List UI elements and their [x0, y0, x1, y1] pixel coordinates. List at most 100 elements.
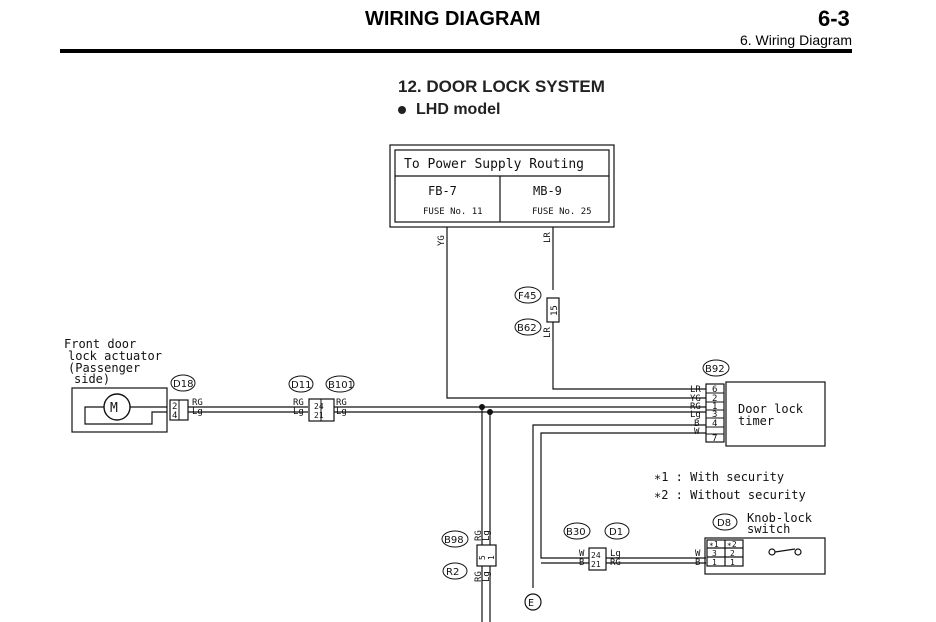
- d11-pin-label: RG: [293, 398, 304, 408]
- svg-text:D18: D18: [173, 379, 193, 390]
- fb7-label: FB-7: [428, 184, 457, 198]
- d8-pin-bot: 1: [730, 558, 735, 567]
- b101-pin-label: RG: [336, 398, 347, 408]
- wire-label-yg: YG: [437, 235, 447, 246]
- d18-pin-label: RG: [192, 398, 203, 408]
- connector-b101: B101: [325, 375, 355, 393]
- wire-b-ground: [532, 424, 706, 588]
- junction-dot: [479, 404, 485, 410]
- fuse-25-label: FUSE No. 25: [532, 207, 592, 217]
- connector-b98: B98: [441, 530, 469, 548]
- mb9-label: MB-9: [533, 184, 562, 198]
- page-header-title: WIRING DIAGRAM: [365, 8, 541, 30]
- r2-pin-label: RG: [474, 571, 484, 582]
- note-with-security: ∗1 : With security: [654, 470, 784, 484]
- svg-text:B101: B101: [328, 380, 354, 391]
- d8-pin-mid: 2: [730, 549, 735, 558]
- svg-text:M: M: [110, 401, 118, 416]
- power-supply-box-inner: [394, 149, 610, 223]
- d1-pin-label: Lg: [610, 549, 621, 559]
- connector-b92: B92: [702, 359, 730, 377]
- actuator-label-4: side): [74, 372, 110, 386]
- wire-w: [540, 432, 706, 559]
- b30-pin-label: W: [579, 549, 585, 559]
- d8-pin-mid: 3: [712, 549, 717, 558]
- timer-pin-number: 3: [712, 410, 717, 420]
- section-reference: 6. Wiring Diagram: [739, 32, 852, 48]
- d8-pin-top: ∗1: [709, 540, 719, 549]
- timer-pin-number: 1: [712, 402, 717, 412]
- connector-b62: B62: [514, 318, 542, 336]
- svg-text:F45: F45: [518, 291, 536, 302]
- ground-symbol: [524, 593, 542, 611]
- wire-label-lr: LR: [543, 232, 553, 243]
- timer-pin-number: 6: [712, 385, 717, 395]
- timer-pin-label: W: [694, 427, 700, 437]
- connector-r2: R2: [442, 562, 468, 580]
- section-subtitle-text: LHD model: [416, 101, 501, 118]
- power-supply-box: [389, 144, 615, 228]
- svg-text:B98: B98: [444, 535, 464, 546]
- d8-pin-top: ∗2: [727, 540, 737, 549]
- section-subtitle: LHD model: [398, 101, 500, 119]
- bullet-icon: [398, 105, 406, 114]
- header-rule: [60, 49, 852, 53]
- connector-d18: D18: [170, 374, 196, 392]
- d11-pin-number: 21: [314, 411, 324, 420]
- d18-pin-label: Lg: [192, 407, 203, 417]
- b98-pin-label: RG: [474, 530, 484, 541]
- actuator-label-3: (Passenger: [68, 361, 140, 375]
- svg-text:D1: D1: [609, 527, 623, 538]
- timer-pin-label: RG: [690, 402, 701, 412]
- b30-pin-number: 24: [591, 551, 601, 560]
- b98-pin-number: 5: [478, 555, 487, 560]
- timer-pin-number: 7: [712, 434, 717, 444]
- wire-lr-bottom: [552, 322, 706, 390]
- svg-text:R2: R2: [446, 567, 459, 578]
- svg-text:B62: B62: [517, 323, 537, 334]
- svg-text:B92: B92: [705, 364, 725, 375]
- d8-pin-label: W: [695, 549, 701, 559]
- knob-switch-label-2: switch: [747, 522, 790, 536]
- motor-icon: M: [103, 393, 131, 421]
- d8-pin-label: B: [695, 558, 700, 568]
- connector-15-label: 15: [550, 305, 560, 316]
- connector-d1: D1: [604, 522, 630, 540]
- actuator-label-1: Front door: [64, 337, 136, 351]
- door-lock-timer: [725, 381, 826, 447]
- connector-d11: D11: [288, 375, 314, 393]
- note-without-security: ∗2 : Without security: [654, 488, 806, 502]
- d18-pin-number: 4: [172, 411, 177, 421]
- d18-pin-number: 2: [172, 402, 177, 412]
- timer-pin-label: LR: [690, 385, 701, 395]
- b30-pin-label: B: [579, 558, 584, 568]
- d8-pin-bot: 1: [712, 558, 717, 567]
- d1-pin-label: RG: [610, 558, 621, 568]
- junction-dot: [487, 409, 493, 415]
- connector-b30-block: [588, 547, 607, 571]
- lock-actuator-body: [71, 387, 168, 433]
- connector-b30: B30: [563, 522, 591, 540]
- b101-pin-label: Lg: [336, 407, 347, 417]
- knob-lock-switch: [704, 537, 826, 575]
- r2-pin-label: Lg: [482, 571, 492, 582]
- timer-pin-number: 2: [712, 394, 717, 404]
- b98-pin-number: 1: [487, 555, 496, 560]
- timer-pin-label: B: [694, 419, 699, 429]
- svg-text:D8: D8: [717, 518, 731, 529]
- timer-pin-label: YG: [690, 394, 701, 404]
- b98-pin-label: Lg: [482, 530, 492, 541]
- ground-label: E: [528, 598, 534, 609]
- timer-label-1: Door lock: [738, 402, 804, 416]
- connector-f45: F45: [514, 286, 542, 304]
- timer-pin-label: Lg: [690, 410, 701, 420]
- svg-text:B30: B30: [566, 527, 586, 538]
- d11-pin-label: Lg: [293, 407, 304, 417]
- connector-d8: D8: [712, 513, 738, 531]
- page-number: 6-3: [818, 6, 850, 31]
- b30-pin-number: 21: [591, 560, 601, 569]
- connector-15: [546, 297, 560, 323]
- fuse-11-label: FUSE No. 11: [423, 207, 483, 217]
